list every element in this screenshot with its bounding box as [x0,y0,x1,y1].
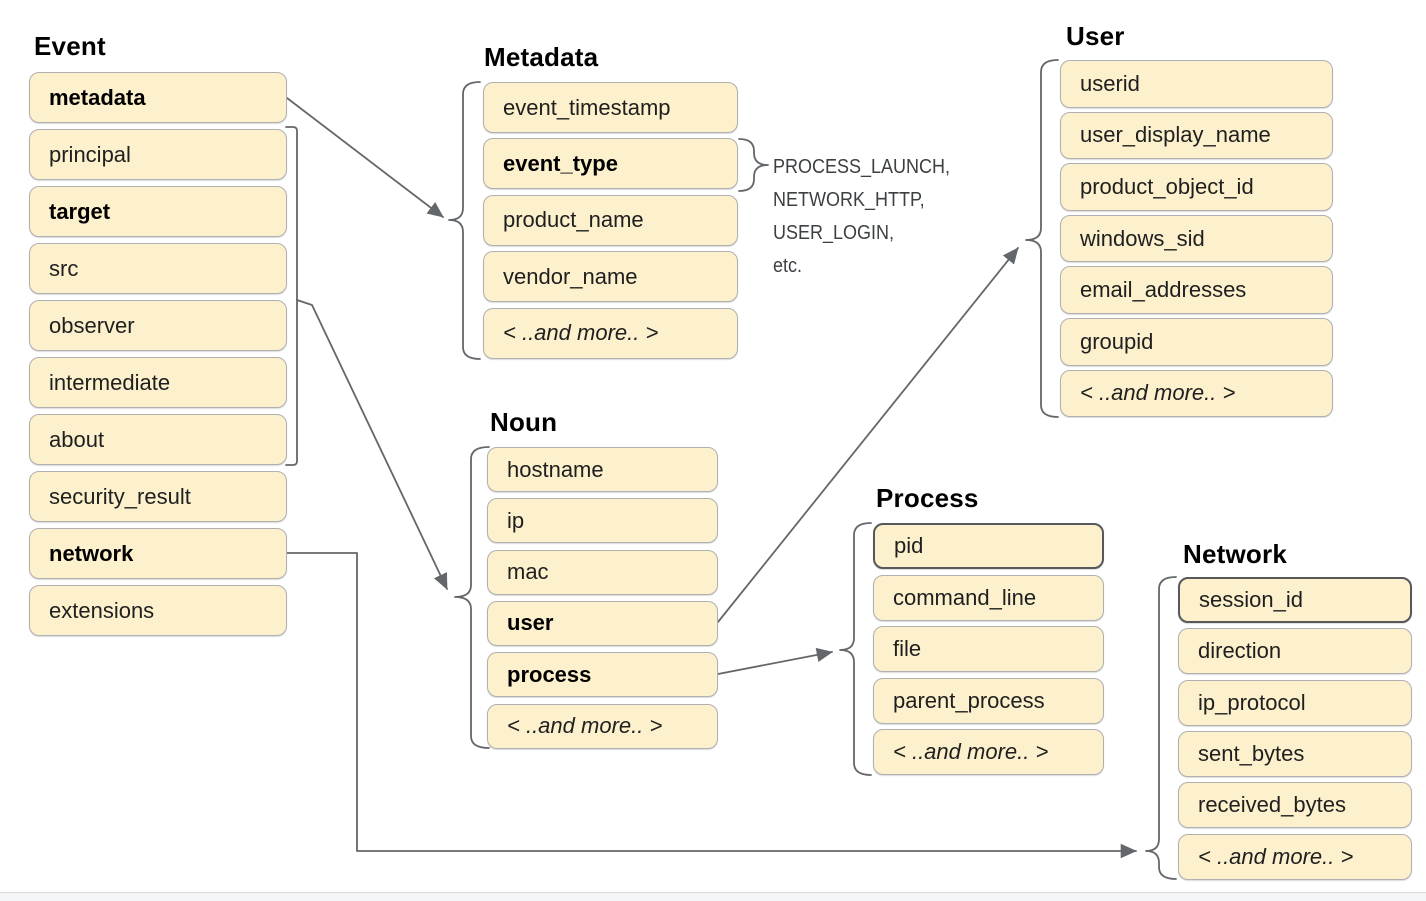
connector-network-to-network-block [286,552,1137,859]
connector-user-to-user-block [717,247,1019,623]
bottom-bar [0,892,1426,901]
brace-event-type [738,138,769,192]
brace-user [1025,59,1059,418]
connector-process-to-process-block [717,647,833,675]
bracket-event-nouns [285,126,298,466]
brace-process [839,522,872,776]
brace-metadata [448,81,481,360]
connector-nouns-to-noun-block [296,299,448,590]
brace-network [1145,576,1177,880]
connector-metadata-to-metadata-block [286,97,444,218]
brace-noun [454,446,490,749]
